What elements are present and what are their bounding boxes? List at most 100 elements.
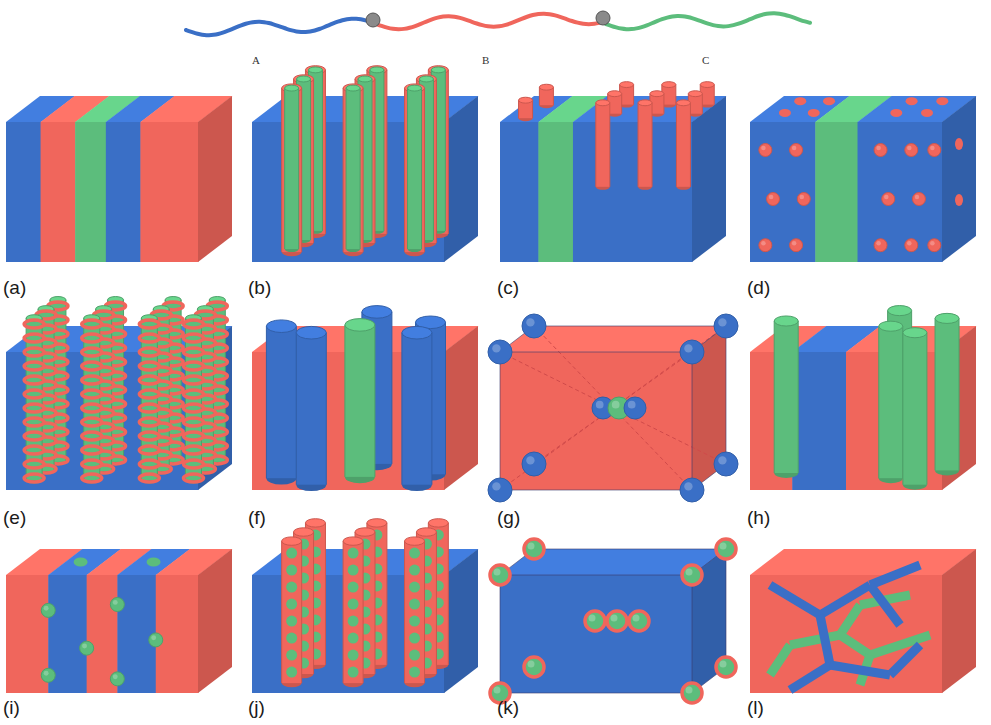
cylinder-edge xyxy=(375,79,376,243)
cylinder-edge xyxy=(774,321,775,473)
junction-bead xyxy=(596,11,610,25)
helix-ring xyxy=(139,460,159,468)
core-sphere xyxy=(286,548,297,559)
cylinder-edge xyxy=(926,333,927,485)
cylinder-edge xyxy=(301,541,302,683)
cylinder-top xyxy=(428,519,448,527)
cylinder-body xyxy=(405,541,425,683)
cylinder-edge xyxy=(281,541,282,683)
helix-ring xyxy=(24,362,44,370)
cylinder-edge xyxy=(609,103,610,187)
cylinder-top xyxy=(305,519,325,527)
panel-label: (f) xyxy=(248,508,266,529)
panel-label: (e) xyxy=(3,508,26,529)
helix-ring xyxy=(82,432,102,440)
gyroid-strut xyxy=(830,665,890,675)
cylinder-edge xyxy=(391,312,392,464)
lamella-front xyxy=(500,352,693,490)
cylinder-edge xyxy=(374,325,375,477)
helix-ring xyxy=(184,418,204,426)
sphere-highlight xyxy=(528,543,535,550)
panel-label: (g) xyxy=(497,508,520,529)
sphere xyxy=(714,314,738,338)
cylinder-edge xyxy=(372,79,373,240)
sphere xyxy=(149,633,163,647)
sphere-highlight xyxy=(494,569,501,576)
box-side xyxy=(942,96,976,262)
gyroid-strut xyxy=(870,565,920,585)
sphere xyxy=(794,97,806,105)
cylinder-edge xyxy=(878,326,879,478)
helix-ring xyxy=(24,348,44,356)
lamella-front xyxy=(750,575,943,693)
sphere-highlight xyxy=(633,615,640,622)
sphere xyxy=(936,97,948,105)
box-edge xyxy=(500,693,692,694)
box-edge xyxy=(534,326,726,327)
cylinder-edge xyxy=(296,333,297,485)
sphere xyxy=(682,565,702,585)
cylinder-body xyxy=(282,88,302,252)
sphere xyxy=(607,611,627,631)
morphology-panel xyxy=(488,314,738,502)
lattice-line xyxy=(613,326,726,408)
sphere xyxy=(905,144,918,157)
cylinder-edge xyxy=(424,88,425,252)
cylinder-edge xyxy=(313,79,314,243)
cylinder-edge xyxy=(322,70,323,231)
cylinder-top xyxy=(405,537,425,545)
helix-ring xyxy=(24,418,44,426)
sphere xyxy=(80,641,94,655)
cylinder-body xyxy=(596,103,610,187)
cylinder-edge xyxy=(935,318,936,470)
cylinder-top xyxy=(608,91,622,97)
cylinder-body xyxy=(296,333,326,485)
cylinder-top xyxy=(408,85,422,91)
cylinder-top xyxy=(402,326,432,339)
cylinder-edge xyxy=(798,321,799,473)
morphology-panel xyxy=(750,96,977,262)
sphere xyxy=(488,340,512,364)
lamella-front xyxy=(750,122,816,262)
sphere xyxy=(912,193,925,206)
sphere-highlight xyxy=(684,344,692,352)
helix-ring xyxy=(139,334,159,342)
helix-ring xyxy=(82,334,102,342)
sphere-highlight xyxy=(526,318,534,326)
sphere-highlight xyxy=(628,401,636,409)
cylinder-edge xyxy=(448,70,449,234)
sphere xyxy=(759,239,772,252)
sphere xyxy=(680,340,704,364)
cylinder-top xyxy=(676,100,690,106)
helix-ring xyxy=(82,348,102,356)
sphere-highlight xyxy=(769,195,774,200)
panel-label: (d) xyxy=(747,278,770,299)
cylinder-body xyxy=(266,326,296,478)
sphere-highlight xyxy=(930,146,935,151)
triblock-chain xyxy=(186,11,810,35)
sphere xyxy=(928,144,941,157)
sphere-highlight xyxy=(718,456,726,464)
block-name: A xyxy=(252,54,260,66)
lamella-front xyxy=(792,352,846,490)
cylinder-edge xyxy=(436,79,437,243)
sphere xyxy=(682,683,702,703)
morphology-panel xyxy=(750,549,977,693)
helix-ring xyxy=(139,348,159,356)
cylinder-edge xyxy=(401,333,402,485)
cylinder-edge xyxy=(595,103,596,187)
panel-label: (c) xyxy=(497,278,519,299)
cylinder-top xyxy=(888,306,912,316)
cylinder-top xyxy=(294,528,314,536)
cylinder-top xyxy=(419,76,433,82)
core-sphere xyxy=(409,667,420,678)
morphology-panel xyxy=(252,519,479,693)
sphere-highlight xyxy=(915,195,920,200)
helix-ring xyxy=(82,320,102,328)
cylinder-edge xyxy=(518,100,519,118)
sphere xyxy=(490,565,510,585)
cylinder-top xyxy=(266,320,296,333)
sphere xyxy=(714,452,738,476)
cylinder-edge xyxy=(621,94,622,114)
box-side xyxy=(444,326,478,490)
